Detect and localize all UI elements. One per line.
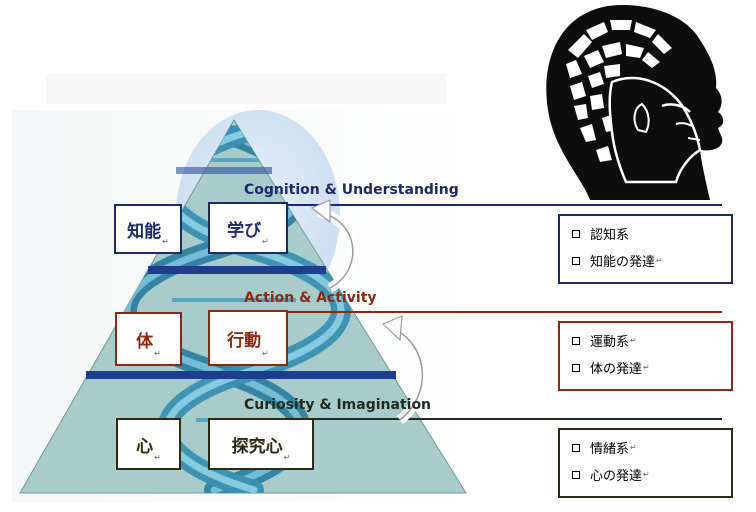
behavior-label: 学び	[227, 220, 262, 241]
return-mark: ↵	[154, 453, 161, 462]
return-mark: ↵	[283, 453, 291, 462]
return-mark: ↵	[630, 443, 637, 452]
return-mark: ↵	[262, 237, 269, 246]
list-item: 運動系↵	[572, 331, 637, 350]
behavior-label: 行動	[227, 330, 262, 351]
list-item: 知能の発達↵	[572, 251, 663, 270]
behavior-box-action: 行動↵	[208, 310, 288, 366]
background-panel	[46, 74, 446, 104]
return-mark: ↵	[154, 349, 161, 358]
domain-box-heart: 心↵	[116, 418, 181, 470]
level-divider-band	[176, 167, 272, 174]
level-divider-band	[86, 371, 396, 379]
curved-arrow-icon	[381, 315, 428, 424]
return-mark: ↵	[643, 470, 650, 479]
info-box-cognition: 認知系 知能の発達↵	[558, 214, 733, 284]
domain-label: 体	[136, 331, 154, 352]
checkbox-bullet-icon	[572, 336, 580, 345]
checkbox-bullet-icon	[572, 229, 580, 238]
heading-cognition: Cognition & Understanding	[244, 182, 459, 198]
level-divider-band	[148, 266, 326, 274]
heading-action: Action & Activity	[244, 290, 377, 306]
return-mark: ↵	[262, 349, 269, 358]
behavior-label: 探究心	[231, 436, 283, 457]
behavior-box-inquiry: 探究心↵	[208, 418, 314, 470]
return-mark: ↵	[630, 336, 637, 345]
heading-curiosity: Curiosity & Imagination	[244, 397, 432, 413]
behavior-box-learning: 学び↵	[208, 202, 288, 254]
checkbox-bullet-icon	[572, 256, 580, 265]
head-silhouette-icon	[546, 4, 724, 200]
list-item: 体の発達↵	[572, 358, 650, 377]
domain-label: 知能	[127, 221, 162, 242]
return-mark: ↵	[162, 237, 169, 246]
list-item: 情緒系↵	[572, 438, 637, 457]
info-box-curiosity: 情緒系↵ 心の発達↵	[558, 428, 733, 498]
domain-label: 心	[136, 436, 154, 457]
checkbox-bullet-icon	[572, 470, 580, 479]
checkbox-bullet-icon	[572, 363, 580, 372]
return-mark: ↵	[656, 256, 663, 265]
domain-box-body: 体↵	[115, 312, 182, 366]
curved-arrow-icon	[310, 199, 358, 293]
checkbox-bullet-icon	[572, 443, 580, 452]
info-box-action: 運動系↵ 体の発達↵	[558, 321, 733, 391]
domain-box-intelligence: 知能↵	[114, 204, 182, 254]
return-mark: ↵	[643, 363, 650, 372]
list-item: 心の発達↵	[572, 465, 650, 484]
list-item: 認知系	[572, 224, 629, 243]
